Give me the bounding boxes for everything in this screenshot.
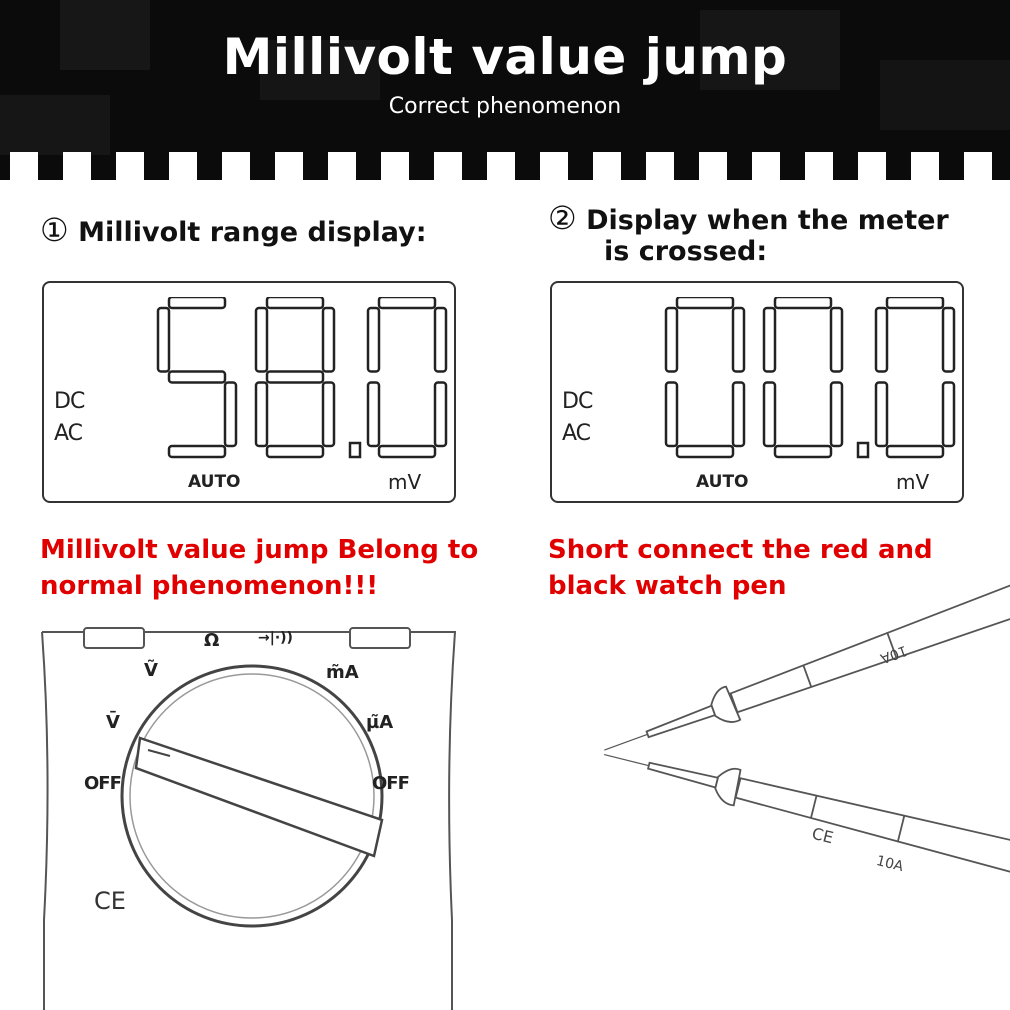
left-heading-text: Millivolt range display: (78, 217, 427, 248)
step-number-1: ① (40, 211, 69, 249)
checker-pattern (0, 0, 1010, 180)
lcd-display-left: DC AC AUTO mV (42, 281, 456, 503)
digit-segment (941, 381, 956, 448)
digit-segment (377, 297, 437, 310)
milliamp-icon: m͂A (326, 662, 359, 683)
digit-segment (885, 444, 945, 459)
digit-segment (762, 381, 777, 448)
off-label-left: OFF (84, 773, 122, 794)
lcd-display-right: DC AC AUTO mV (550, 281, 964, 503)
digit-segment (874, 381, 889, 448)
left-caption-line1: Millivolt value jump Belong to (40, 535, 479, 565)
digit-segment (254, 306, 269, 373)
diode-continuity-icon: →|·)) (258, 630, 293, 646)
digit-segment (167, 444, 227, 459)
digit-segment (762, 306, 777, 373)
test-probes-illustration (604, 581, 1010, 880)
right-caption-line2: black watch pen (548, 571, 787, 601)
digit-segment (366, 306, 381, 373)
unit-label: mV (388, 470, 422, 494)
right-heading: ② Display when the meter is crossed: (548, 202, 949, 267)
left-caption: Millivolt value jump Belong to normal ph… (40, 532, 478, 604)
digit-segment (156, 306, 171, 373)
digit-segment (773, 297, 833, 310)
right-heading-line2: is crossed: (604, 236, 768, 267)
digit-segment (167, 370, 227, 384)
digit-segment (829, 306, 844, 373)
digit-segment (265, 297, 325, 310)
digit-segment (321, 306, 336, 373)
digit-segment (675, 444, 735, 459)
digit-segment (433, 306, 448, 373)
digit-segment (433, 381, 448, 448)
seven-segment-digits (664, 297, 956, 459)
ac-indicator: AC (562, 421, 591, 446)
right-caption-line1: Short connect the red and (548, 535, 933, 565)
page-subtitle: Correct phenomenon (388, 94, 622, 119)
left-heading: ① Millivolt range display: (40, 214, 427, 248)
digit-segment (664, 306, 679, 373)
ac-indicator: AC (54, 421, 83, 446)
auto-indicator: AUTO (188, 472, 241, 492)
digit-segment (321, 381, 336, 448)
microamp-icon: µ͂A (366, 712, 394, 733)
left-caption-line2: normal phenomenon!!! (40, 571, 379, 601)
dc-voltage-icon: V̄ (106, 712, 120, 733)
digit-segment (265, 370, 325, 384)
dc-indicator: DC (562, 389, 593, 414)
digit-segment (366, 381, 381, 448)
seven-segment-digits (156, 297, 448, 459)
digit-segment (941, 306, 956, 373)
digit-segment (664, 381, 679, 448)
right-heading-line1: Display when the meter (586, 205, 949, 236)
digit-segment (829, 381, 844, 448)
digit-segment (675, 297, 735, 310)
digit-segment (773, 444, 833, 459)
decimal-point (856, 441, 870, 459)
header-banner: Millivolt value jump Correct phenomenon (0, 0, 1010, 180)
off-label-right: OFF (372, 773, 410, 794)
digit-segment (731, 306, 746, 373)
ac-voltage-icon: Ṽ (144, 660, 158, 681)
ce-mark-icon: CE (94, 887, 126, 915)
digit-segment (377, 444, 437, 459)
digit-segment (731, 381, 746, 448)
step-number-2: ② (548, 199, 577, 237)
decimal-point (348, 441, 362, 459)
digit-segment (874, 306, 889, 373)
rotary-dial-illustration (41, 627, 457, 1010)
right-caption: Short connect the red and black watch pe… (548, 532, 933, 604)
digit-segment (254, 381, 269, 448)
digit-segment (223, 381, 238, 448)
digit-segment (885, 297, 945, 310)
dc-indicator: DC (54, 389, 85, 414)
page-title: Millivolt value jump (222, 28, 788, 86)
ohm-icon: Ω (204, 630, 220, 651)
unit-label: mV (896, 470, 930, 494)
digit-segment (167, 297, 227, 310)
digit-segment (265, 444, 325, 459)
auto-indicator: AUTO (696, 472, 749, 492)
